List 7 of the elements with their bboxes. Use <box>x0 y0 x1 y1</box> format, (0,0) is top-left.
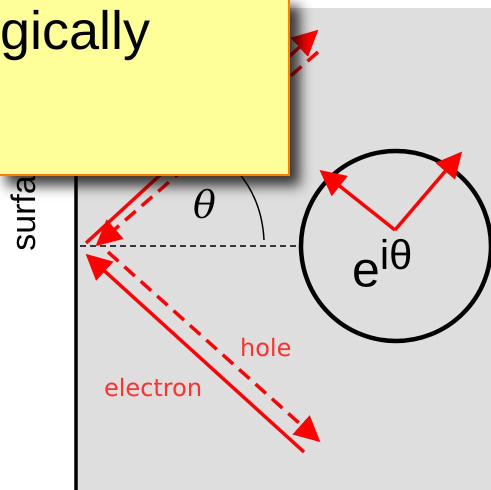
phase-factor: e$^{iθ}$ <box>352 234 412 295</box>
surface-label: surfa <box>6 175 41 251</box>
electron-label: electron <box>104 376 202 400</box>
hole-label: hole <box>240 336 292 360</box>
note-text: gically <box>0 4 150 58</box>
angle-label: θ <box>193 186 216 224</box>
note-box <box>0 0 290 176</box>
